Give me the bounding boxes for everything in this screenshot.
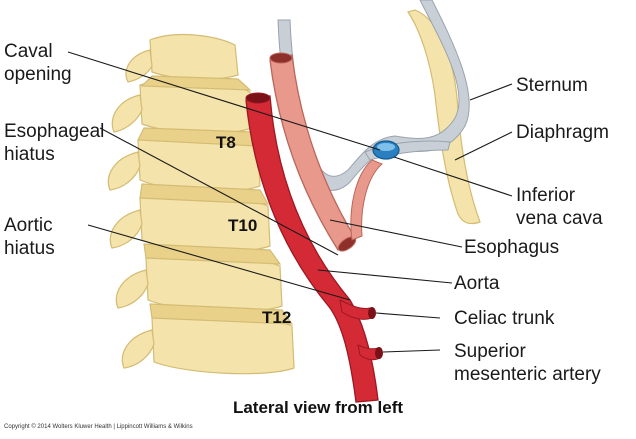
aorta (245, 95, 379, 403)
sternum (407, 9, 481, 225)
sternum-label: Sternum (516, 75, 588, 96)
vertebra-t8-label: T8 (216, 133, 236, 152)
aorta-label: Aorta (454, 273, 500, 294)
celiac-trunk-label: Celiac trunk (454, 308, 555, 329)
vertebra-t10-label: T10 (228, 216, 258, 235)
ivc-opening (372, 140, 400, 160)
leader-lines (67, 51, 513, 353)
vertebral-column (107, 33, 295, 375)
copyright-notice: Copyright © 2014 Wolters Kluwer Health |… (4, 424, 193, 430)
esophagus-label: Esophagus (464, 237, 560, 258)
vertebra-t12-label: T12 (262, 308, 292, 327)
figure-caption: Lateral view from left (232, 398, 404, 417)
inferior-vena-cava (350, 159, 383, 241)
diaphragm-label: Diaphragm (516, 122, 609, 143)
